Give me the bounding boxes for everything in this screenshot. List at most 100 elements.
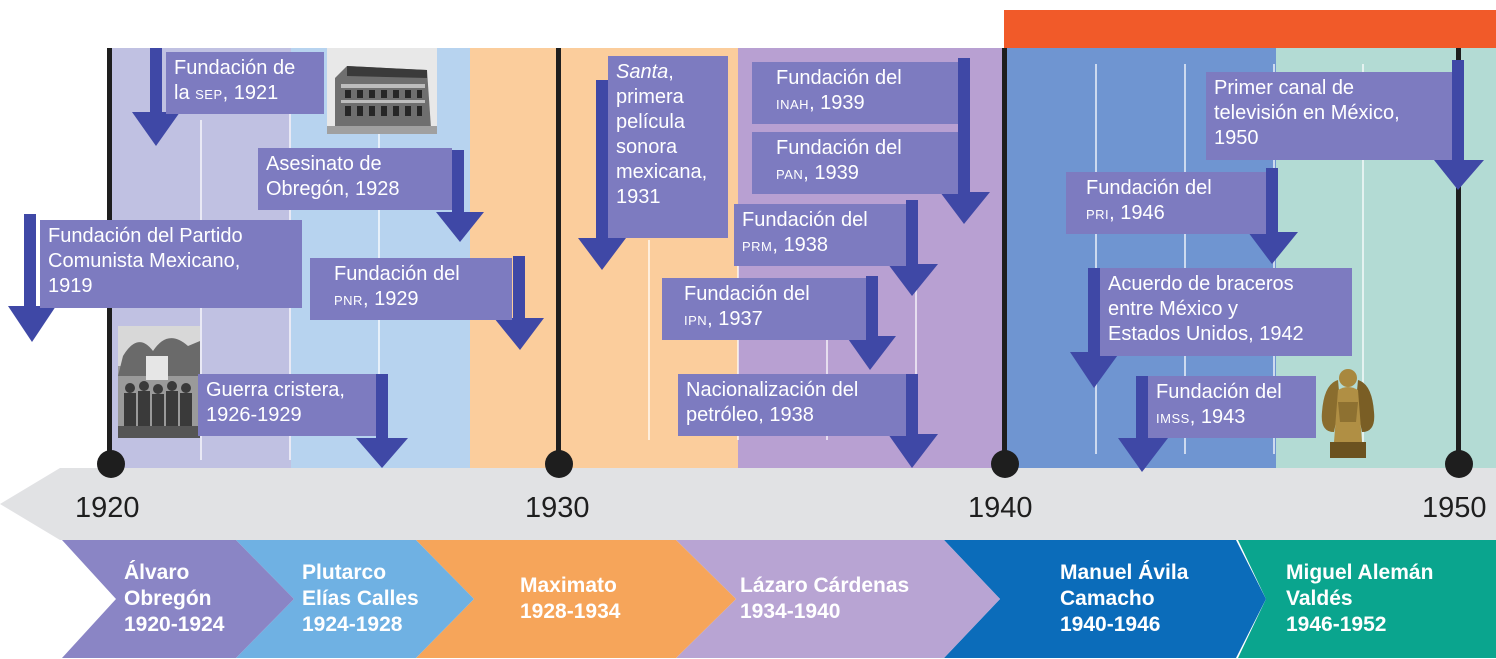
decade-dot-1940	[991, 450, 1019, 478]
event-tv-line1: Primer canal de	[1214, 77, 1355, 99]
timeline-arrow	[0, 468, 1496, 540]
event-asesinato-line1: Asesinato de	[266, 153, 382, 175]
event-sep-line1: Fundación de	[174, 57, 296, 79]
period-maximato-name1: Maximato	[520, 574, 617, 597]
event-ipn: Fundación del IPN, 1937	[662, 278, 866, 340]
chevron-aleman	[1238, 540, 1496, 658]
event-inah: Fundación del INAH, 1939	[752, 62, 958, 124]
event-santa-line1: Santa,	[616, 61, 674, 83]
year-label-1950: 1950	[1422, 492, 1487, 524]
event-pan-line2: PAN, 1939	[776, 162, 859, 184]
period-calles-name1: Plutarco	[302, 561, 387, 584]
gridline	[915, 280, 917, 440]
period-avila-name2: Camacho	[1060, 587, 1155, 610]
event-cristera-line2: 1926-1929	[206, 404, 302, 426]
event-santa-line5: mexicana,	[616, 161, 708, 183]
event-sep: Fundación de la SEP, 1921	[166, 52, 324, 114]
period-aleman-name1: Miguel Alemán	[1286, 561, 1434, 584]
period-obregon-years: 1920-1924	[124, 613, 225, 636]
event-tv-line2: televisión en México,	[1214, 102, 1400, 124]
period-aleman-years: 1946-1952	[1286, 613, 1387, 636]
decade-dot-1950	[1445, 450, 1473, 478]
period-calles-years: 1924-1928	[302, 613, 403, 636]
period-cardenas-years: 1934-1940	[740, 600, 841, 623]
decade-line-1930	[556, 48, 561, 466]
cristeros-group-photo	[118, 326, 200, 438]
event-petroleo-line1: Nacionalización del	[686, 379, 859, 401]
period-aleman: Miguel Alemán Valdés 1946-1952	[1286, 540, 1486, 658]
period-maximato-years: 1928-1934	[520, 600, 621, 623]
gridline	[1095, 64, 1097, 454]
event-pan-line1: Fundación del	[776, 137, 902, 159]
event-pcm-line2: Comunista Mexicano,	[48, 250, 241, 272]
event-braceros-line3: Estados Unidos, 1942	[1108, 323, 1304, 345]
event-asesinato-obregon: Asesinato de Obregón, 1928	[258, 148, 452, 210]
gridline	[648, 240, 650, 440]
event-cristera-line1: Guerra cristera,	[206, 379, 345, 401]
red-period-bar	[1004, 10, 1496, 48]
event-pnr-line2: PNR, 1929	[334, 288, 419, 310]
event-santa-line4: sonora	[616, 136, 678, 158]
period-avila-years: 1940-1946	[1060, 613, 1161, 636]
event-santa: Santa, primera película sonora mexicana,…	[608, 56, 728, 238]
period-aleman-name2: Valdés	[1286, 587, 1353, 610]
period-avila-name1: Manuel Ávila	[1060, 561, 1189, 584]
event-pri-line2: PRI, 1946	[1086, 202, 1165, 224]
event-pcm-line1: Fundación del Partido	[48, 225, 243, 247]
event-acuerdo-braceros: Acuerdo de braceros entre México y Estad…	[1100, 268, 1352, 356]
event-sep-line2: la SEP, 1921	[174, 82, 279, 104]
event-ipn-line1: Fundación del	[684, 283, 810, 305]
event-asesinato-line2: Obregón, 1928	[266, 178, 400, 200]
event-pri-line1: Fundación del	[1086, 177, 1212, 199]
event-ipn-line2: IPN, 1937	[684, 308, 763, 330]
sep-building-photo	[327, 48, 437, 134]
gridline	[737, 240, 739, 440]
period-obregon: Álvaro Obregón 1920-1924	[124, 540, 264, 658]
event-nacionalizacion-petroleo: Nacionalización del petróleo, 1938	[678, 374, 906, 436]
event-pri: Fundación del PRI, 1946	[1066, 172, 1266, 234]
gridline	[1362, 64, 1364, 454]
period-obregon-name1: Álvaro	[124, 561, 190, 584]
chevron-avila	[944, 540, 1266, 658]
period-maximato: Maximato 1928-1934	[520, 540, 680, 658]
event-primer-canal-tv: Primer canal de televisión en México, 19…	[1206, 72, 1452, 160]
gridline	[826, 280, 828, 440]
event-imss-line2: IMSS, 1943	[1156, 406, 1246, 428]
event-tv-line3: 1950	[1214, 127, 1259, 149]
event-guerra-cristera: Guerra cristera, 1926-1929	[198, 374, 376, 436]
period-cardenas: Lázaro Cárdenas 1934-1940	[740, 540, 960, 658]
event-prm: Fundación del PRM, 1938	[734, 204, 906, 266]
chevron-obregon	[62, 540, 294, 658]
angel-statue-photo	[1321, 369, 1375, 458]
chevron-calles	[236, 540, 474, 658]
event-pcm-line3: 1919	[48, 275, 93, 297]
period-cardenas-name1: Lázaro Cárdenas	[740, 574, 910, 597]
period-chevrons	[62, 540, 1496, 658]
event-partido-comunista: Fundación del Partido Comunista Mexicano…	[40, 220, 302, 308]
event-inah-line1: Fundación del	[776, 67, 902, 89]
decade-dot-1930	[545, 450, 573, 478]
decade-line-1950	[1456, 48, 1461, 466]
event-prm-line2: PRM, 1938	[742, 234, 828, 256]
period-avila: Manuel Ávila Camacho 1940-1946	[1060, 540, 1240, 658]
year-label-1920: 1920	[75, 492, 140, 524]
event-santa-line3: película	[616, 111, 685, 133]
period-calles-name2: Elías Calles	[302, 587, 419, 610]
event-petroleo-line2: petróleo, 1938	[686, 404, 814, 426]
chevron-cardenas	[676, 540, 1000, 658]
event-prm-line1: Fundación del	[742, 209, 868, 231]
decade-line-1940	[1002, 48, 1007, 466]
event-braceros-line2: entre México y	[1108, 298, 1239, 320]
period-calles: Plutarco Elías Calles 1924-1928	[302, 540, 462, 658]
event-pan: Fundación del PAN, 1939	[752, 132, 958, 194]
chevron-maximato	[416, 540, 736, 658]
period-obregon-name2: Obregón	[124, 587, 212, 610]
event-pnr-line1: Fundación del	[334, 263, 460, 285]
event-imss: Fundación del IMSS, 1943	[1148, 376, 1316, 438]
event-braceros-line1: Acuerdo de braceros	[1108, 273, 1294, 295]
event-santa-line2: primera	[616, 86, 684, 108]
year-label-1940: 1940	[968, 492, 1033, 524]
event-pnr: Fundación del PNR, 1929	[310, 258, 512, 320]
event-inah-line2: INAH, 1939	[776, 92, 865, 114]
